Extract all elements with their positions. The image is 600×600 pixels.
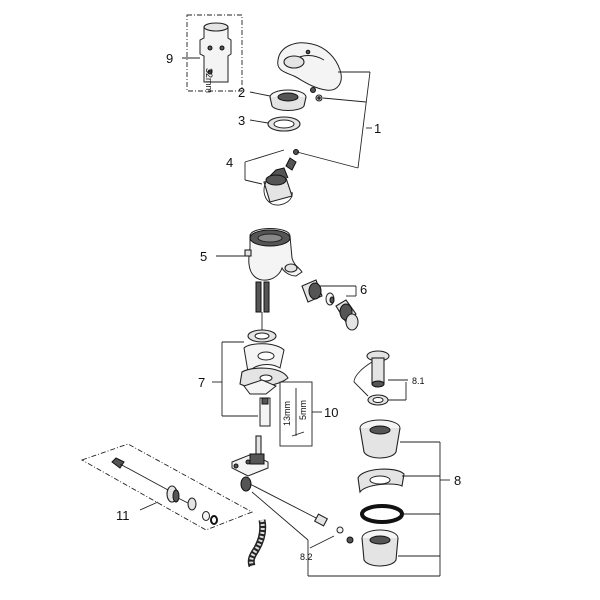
o-ring-black — [360, 504, 404, 524]
mixer-body: 5 — [200, 228, 303, 313]
tool-10-dim-a: 13mm — [282, 401, 292, 426]
tool-9-frame — [186, 14, 243, 92]
tool-10-dim-b: 5mm — [298, 400, 308, 420]
label-1: 1 — [374, 121, 381, 136]
label-11: 11 — [116, 508, 130, 523]
label-6: 6 — [360, 282, 367, 297]
tool-10-frame — [279, 381, 313, 447]
label-9: 9 — [166, 51, 173, 66]
cartridge: 4 — [226, 149, 299, 206]
tool-10: 13mm 5mm 10 — [279, 381, 338, 447]
hose-kit-11: 11 — [80, 443, 254, 531]
label-5: 5 — [200, 249, 207, 264]
handle-body — [277, 42, 342, 91]
cartridge-stem — [285, 157, 297, 171]
label-10: 10 — [324, 405, 338, 420]
handle-lever — [277, 42, 342, 102]
tool-9-dimension: 32mm — [204, 68, 214, 93]
pull-rod-assembly: 8.2 — [231, 453, 440, 577]
threaded-stud-right — [263, 281, 270, 313]
label-2: 2 — [238, 85, 245, 100]
pop-up-waste: 8.1 8 — [353, 350, 461, 576]
aerator-set: 6 — [301, 279, 367, 331]
cap-ring: 2 — [238, 85, 307, 112]
label-8-1: 8.1 — [412, 376, 425, 386]
label-1-group: 1 — [296, 71, 381, 169]
handle-screw — [310, 87, 323, 102]
tool-9-body — [199, 26, 232, 83]
tool-9: 32mm 9 — [166, 14, 243, 93]
tool-9-top — [203, 22, 229, 32]
pull-rod — [249, 483, 321, 521]
retaining-ring: 3 — [238, 113, 301, 132]
label-8: 8 — [454, 473, 461, 488]
flexible-hose — [249, 519, 265, 567]
threaded-stud-left — [255, 281, 262, 313]
label-4: 4 — [226, 155, 233, 170]
label-3: 3 — [238, 113, 245, 128]
mounting-kit: 7 — [198, 312, 289, 455]
hose-kit-11-frame — [80, 443, 254, 531]
label-8-2: 8.2 — [300, 552, 313, 562]
label-7: 7 — [198, 375, 205, 390]
